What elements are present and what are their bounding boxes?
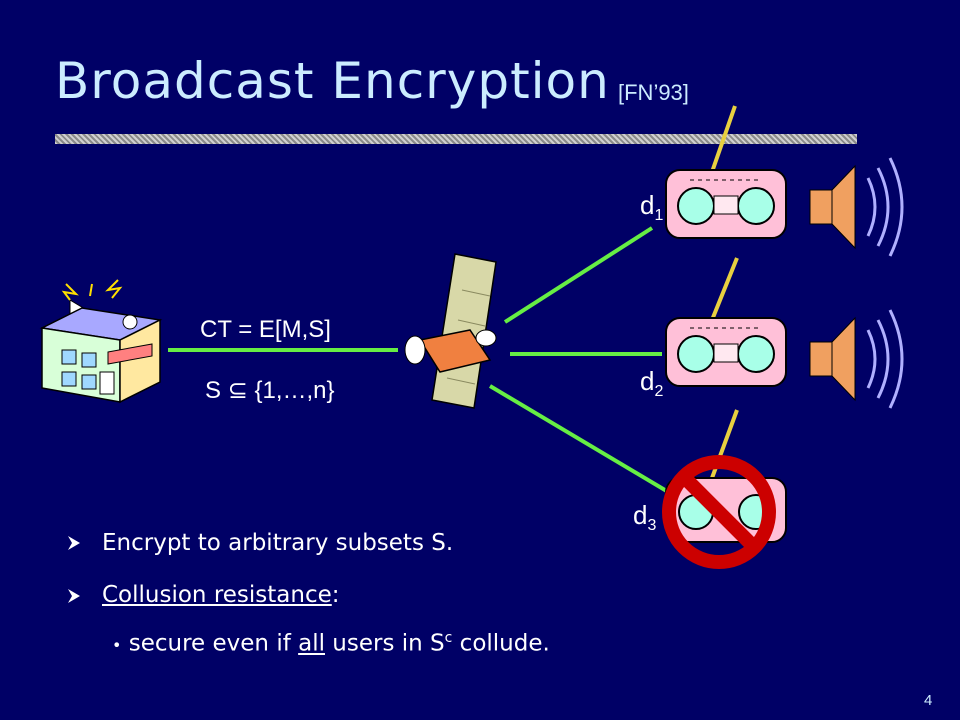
radio-d1-icon	[665, 105, 787, 239]
satellite-icon	[404, 253, 497, 409]
title-divider	[55, 134, 857, 144]
page-number: 4	[924, 692, 933, 709]
citation: [FN’93]	[618, 80, 689, 105]
bullet-collusion-resistance: Collusion resistance:	[102, 582, 340, 608]
prohibited-icon	[662, 455, 776, 569]
device-label-d2: d2	[640, 366, 664, 401]
subset-label: S ⊆ {1,…,n}	[205, 377, 335, 404]
speaker-d1-icon	[809, 157, 904, 257]
slide-title: Broadcast Encryption	[55, 52, 610, 110]
radio-d2-icon	[665, 257, 787, 387]
ciphertext-label: CT = E[M,S]	[200, 316, 331, 343]
sub-bullet-secure: • secure even if all users in Sc collude…	[112, 630, 550, 657]
bullet-arrow-icon	[68, 536, 80, 603]
arrow-to-d1	[503, 226, 654, 324]
device-label-d1: d1	[640, 190, 664, 225]
bullet-encrypt-subsets: Encrypt to arbitrary subsets S.	[102, 530, 454, 556]
broadcast-station-icon	[39, 279, 163, 404]
arrow-to-d3	[488, 384, 677, 498]
device-label-d3: d3	[633, 500, 657, 535]
speaker-d2-icon	[809, 309, 904, 409]
